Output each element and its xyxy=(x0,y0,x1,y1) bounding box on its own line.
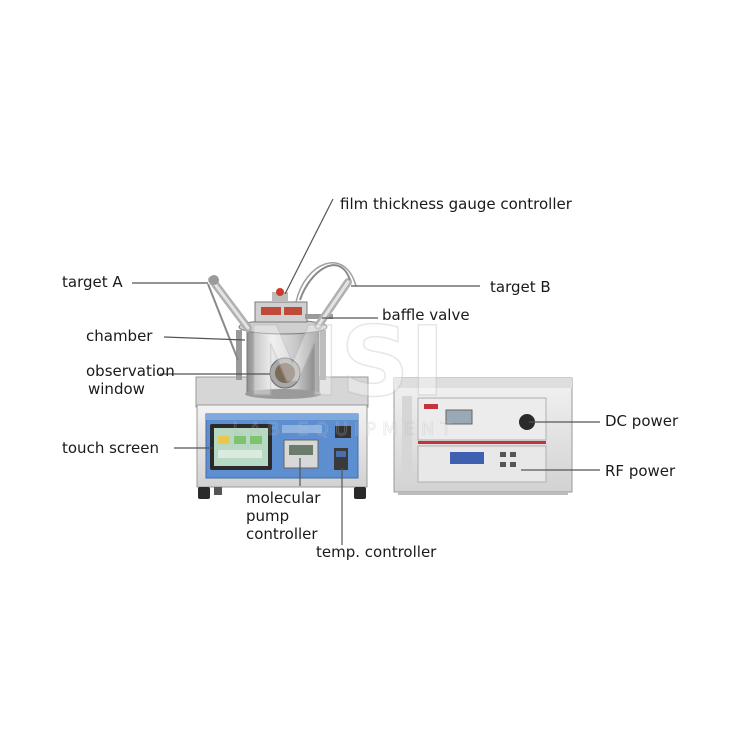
foot xyxy=(354,487,366,499)
dc-power-knob xyxy=(519,414,535,430)
dc-power-display xyxy=(445,409,473,425)
baffle-valve-handle xyxy=(305,314,333,319)
touch-screen-widget xyxy=(250,436,262,444)
film-thickness-controller-display xyxy=(284,307,302,315)
front-panel-top-strip xyxy=(206,414,358,420)
observation-window-glass xyxy=(275,363,295,383)
power-supply-unit xyxy=(393,377,573,495)
label-molecular-pump-controller-line2: pump xyxy=(246,507,290,525)
power-supply-top xyxy=(394,378,572,388)
film-thickness-controller-display xyxy=(261,307,281,315)
label-observation-window-line1: observation xyxy=(86,362,175,380)
label-target-a: target A xyxy=(62,273,123,291)
indicator-lamp xyxy=(276,288,284,296)
rf-power-button xyxy=(500,452,506,457)
target-b-cable xyxy=(295,262,357,303)
touch-screen-widget xyxy=(218,450,262,458)
vacuum-chamber xyxy=(207,262,357,399)
molecular-pump-controller-display xyxy=(289,445,313,455)
rf-power-button xyxy=(510,452,516,457)
pump-panel-label xyxy=(282,425,322,433)
foot xyxy=(198,487,210,499)
touch-screen-widget xyxy=(234,436,246,444)
chamber-support-right xyxy=(320,330,326,380)
leader-chamber xyxy=(163,336,246,341)
label-chamber: chamber xyxy=(86,327,153,345)
watermark-logo: MSI xyxy=(245,306,445,418)
label-molecular-pump-controller: molecular pump controller xyxy=(246,489,320,543)
touch-screen-display xyxy=(214,428,268,466)
watermark-subtext: LAB EQUIPMENT xyxy=(232,419,457,440)
target-b-gun-highlight xyxy=(316,280,350,328)
power-supply-side-vent xyxy=(402,396,412,484)
label-target-b: target B xyxy=(490,278,551,296)
label-molecular-pump-controller-line1: molecular xyxy=(246,489,321,507)
rf-power-button xyxy=(510,462,516,467)
power-switch xyxy=(335,426,351,438)
leader-film-thickness xyxy=(284,198,334,295)
target-a-gun-highlight xyxy=(210,278,250,330)
label-film-thickness-gauge-controller: film thickness gauge controller xyxy=(340,195,572,213)
label-rf-power: RF power xyxy=(605,462,676,480)
label-observation-window-line2: window xyxy=(88,380,145,398)
leader-lines xyxy=(132,198,600,545)
label-observation-window: observation window xyxy=(86,362,175,398)
target-a-connector xyxy=(209,275,219,285)
label-temp-controller: temp. controller xyxy=(316,543,437,561)
rf-power-display xyxy=(450,452,484,464)
power-supply-foot xyxy=(398,492,568,495)
red-stripe xyxy=(418,441,546,444)
main-unit xyxy=(195,376,369,499)
label-molecular-pump-controller-line3: controller xyxy=(246,525,318,543)
chamber-bottom xyxy=(245,389,321,399)
touch-screen-widget xyxy=(218,436,230,444)
brand-badge xyxy=(424,404,438,409)
target-a-cable xyxy=(207,283,239,361)
watermark: MSI LAB EQUIPMENT xyxy=(232,305,457,440)
label-touch-screen: touch screen xyxy=(62,439,159,457)
temp-controller-display xyxy=(336,451,346,457)
chamber-support-left xyxy=(236,330,242,380)
foot xyxy=(214,487,222,495)
label-dc-power: DC power xyxy=(605,412,679,430)
target-b-cable xyxy=(299,264,351,301)
controller-riser xyxy=(272,292,288,302)
rf-power-button xyxy=(500,462,506,467)
label-baffle-valve: baffle valve xyxy=(382,306,470,324)
